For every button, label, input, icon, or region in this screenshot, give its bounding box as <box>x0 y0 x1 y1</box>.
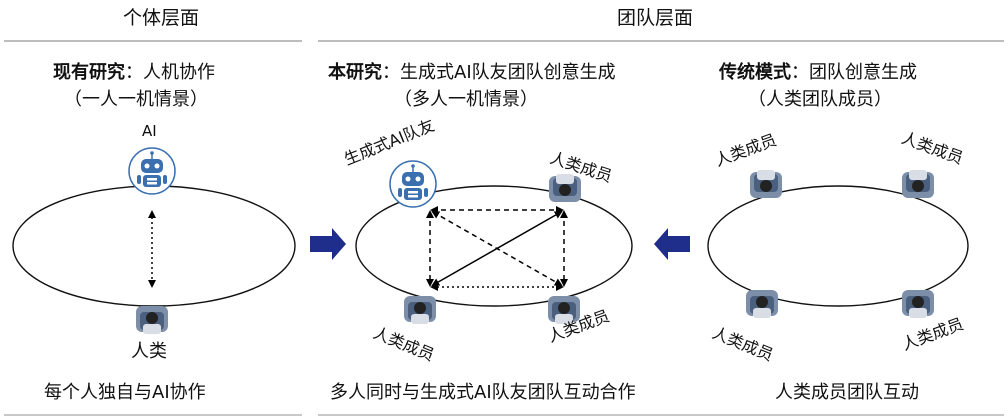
person-topdown-icon <box>746 290 778 318</box>
left-subtitle: （一人一机情景） <box>64 89 208 110</box>
person-topdown-icon <box>548 296 580 324</box>
header-rule-right <box>318 40 1004 42</box>
arrow-right-icon <box>310 228 346 260</box>
robot-icon <box>128 147 176 195</box>
person-topdown-icon <box>136 306 168 334</box>
right-caption: 人类成员团队互动 <box>775 382 919 403</box>
left-title-bold: 现有研究 <box>53 62 125 83</box>
arrow-left-icon <box>654 228 690 260</box>
middle-ellipse <box>355 185 633 307</box>
person-topdown-icon <box>902 170 934 198</box>
person-topdown-icon <box>750 170 782 198</box>
footer-rule-right <box>318 414 1004 416</box>
left-ellipse <box>12 185 296 307</box>
middle-title-bold: 本研究 <box>328 62 382 83</box>
middle-link-diag-2 <box>431 211 563 286</box>
left-ai-label: AI <box>142 122 157 140</box>
header-rule-left <box>4 40 302 42</box>
header-team: 团队层面 <box>617 7 694 29</box>
left-human-label: 人类 <box>131 341 167 362</box>
person-topdown-icon <box>549 174 581 202</box>
middle-title-rest: ：生成式AI队友团队创意生成 <box>382 62 616 83</box>
middle-subtitle: （多人一机情景） <box>394 89 538 110</box>
right-title-rest: ：团队创意生成 <box>791 62 917 83</box>
left-title-rest: ：人机协作 <box>125 62 215 83</box>
footer-rule-left <box>4 414 302 416</box>
middle-title: 本研究：生成式AI队友团队创意生成 <box>328 64 616 82</box>
right-ellipse <box>707 185 969 307</box>
left-title: 现有研究：人机协作 <box>53 64 215 82</box>
middle-caption: 多人同时与生成式AI队友团队互动合作 <box>330 382 636 403</box>
person-topdown-icon <box>404 296 436 324</box>
person-topdown-icon <box>902 290 934 318</box>
right-title: 传统模式：团队创意生成 <box>719 64 917 82</box>
robot-icon <box>389 160 437 208</box>
left-caption: 每个人独自与AI协作 <box>44 382 206 403</box>
header-individual: 个体层面 <box>123 7 200 29</box>
right-title-bold: 传统模式 <box>719 62 791 83</box>
right-subtitle: （人类团队成员） <box>748 89 892 110</box>
